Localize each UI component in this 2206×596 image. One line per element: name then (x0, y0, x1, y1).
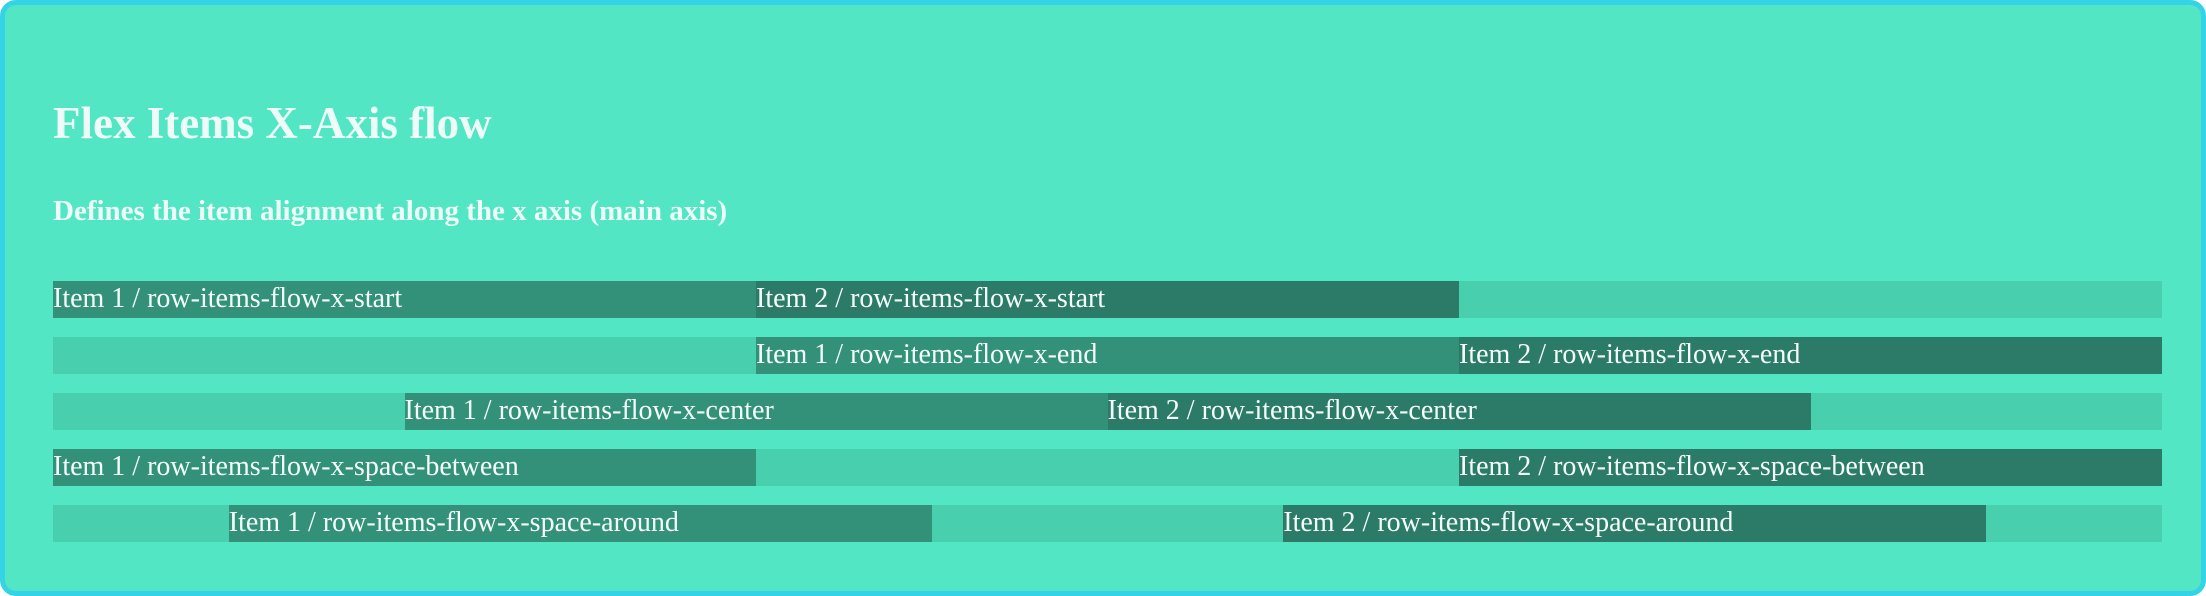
row-flow-x-center: Item 1 / row-items-flow-x-center Item 2 … (53, 393, 2162, 430)
item-1-flow-x-start: Item 1 / row-items-flow-x-start (53, 281, 756, 318)
item-1-flow-x-end: Item 1 / row-items-flow-x-end (756, 337, 1459, 374)
item-1-flow-x-center: Item 1 / row-items-flow-x-center (404, 393, 1108, 430)
row-flow-x-start: Item 1 / row-items-flow-x-start Item 2 /… (53, 281, 2162, 318)
flex-rows: Item 1 / row-items-flow-x-start Item 2 /… (53, 281, 2162, 561)
item-1-flow-x-space-between: Item 1 / row-items-flow-x-space-between (53, 449, 756, 486)
item-2-flow-x-center: Item 2 / row-items-flow-x-center (1107, 393, 1811, 430)
row-flow-x-space-between: Item 1 / row-items-flow-x-space-between … (53, 449, 2162, 486)
item-2-flow-x-end: Item 2 / row-items-flow-x-end (1459, 337, 2162, 374)
row-flow-x-end: Item 1 / row-items-flow-x-end Item 2 / r… (53, 337, 2162, 374)
page-title: Flex Items X-Axis flow (53, 98, 492, 148)
item-1-flow-x-space-around: Item 1 / row-items-flow-x-space-around (228, 505, 932, 542)
row-flow-x-space-around: Item 1 / row-items-flow-x-space-around I… (53, 505, 2162, 542)
page-subtitle: Defines the item alignment along the x a… (53, 195, 728, 227)
item-2-flow-x-space-around: Item 2 / row-items-flow-x-space-around (1283, 505, 1987, 542)
item-2-flow-x-start: Item 2 / row-items-flow-x-start (756, 281, 1459, 318)
item-2-flow-x-space-between: Item 2 / row-items-flow-x-space-between (1459, 449, 2162, 486)
